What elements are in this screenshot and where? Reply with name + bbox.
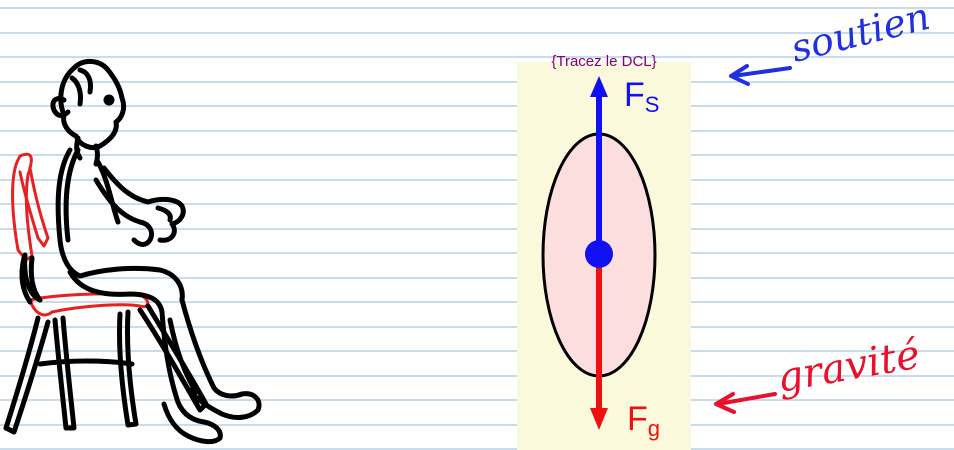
annotation-gravity-text: gravité (774, 332, 924, 402)
person-outline (50, 59, 262, 445)
gravity-force-arrow (590, 255, 608, 430)
annotation-support-arrow (729, 64, 792, 86)
annotation-support: soutien (729, 0, 935, 86)
notebook-ruled-lines (0, 7, 954, 450)
support-force-label: FS (624, 76, 659, 117)
fbd-instruction: {Tracez le DCL} (551, 53, 656, 70)
annotation-gravity-arrow (714, 392, 777, 414)
support-force-arrow (590, 76, 608, 255)
gravity-force-label: Fg (627, 400, 660, 441)
center-of-mass-dot (585, 240, 613, 268)
seated-person-illustration (3, 59, 262, 445)
annotation-support-text: soutien (787, 0, 935, 71)
